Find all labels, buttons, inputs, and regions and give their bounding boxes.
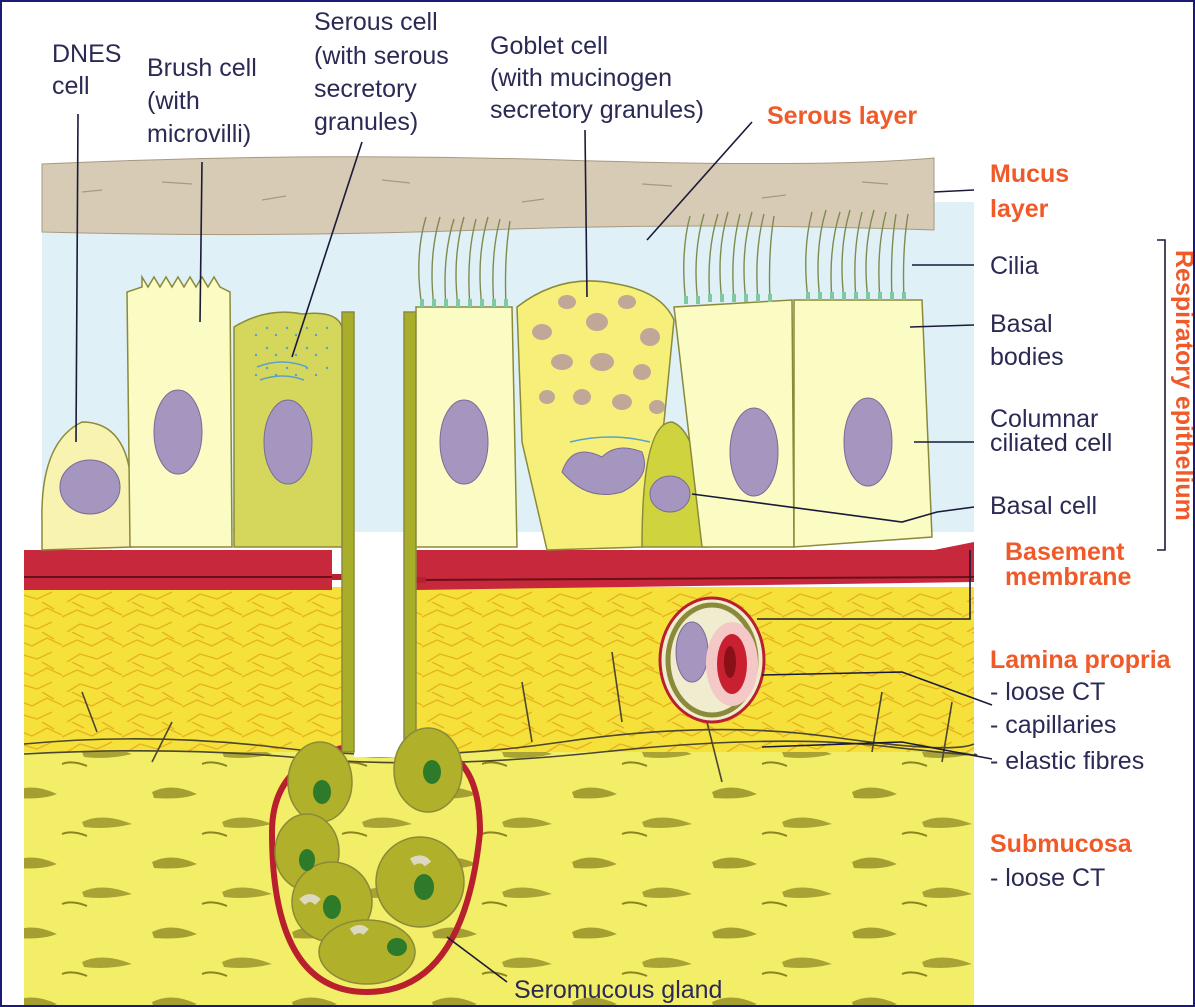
mucus-label-line1: Mucus	[990, 160, 1069, 188]
serous-layer-label: Serous layer	[767, 102, 917, 130]
elastic-fibres-label: - elastic fibres	[990, 747, 1144, 775]
goblet-label-line2: (with mucinogen	[490, 64, 672, 92]
serous-cell-label-line4: granules)	[314, 108, 418, 136]
lamina-propria-label: Lamina propria	[990, 646, 1172, 674]
basement-membrane	[24, 550, 332, 590]
goblet-label-line1: Goblet cell	[490, 32, 608, 60]
serous-cell-label-line2: (with serous	[314, 42, 449, 70]
lamina-loose-ct-label: - loose CT	[990, 678, 1105, 706]
dnes-label-line1: DNES	[52, 40, 121, 68]
lamina-propria-layer	[24, 587, 974, 752]
basement-label-line1: Basement	[1005, 538, 1125, 566]
serous-cell-label-line1: Serous cell	[314, 8, 438, 36]
respiratory-epithelium-label: Respiratory epithelium	[1170, 250, 1193, 521]
capillaries-label: - capillaries	[990, 711, 1116, 739]
brush-label-line1: Brush cell	[147, 54, 257, 82]
capillary	[660, 598, 764, 722]
cilia-label: Cilia	[990, 252, 1039, 280]
columnar-label-line2: ciliated cell	[990, 429, 1112, 457]
serous-cell-label-line3: secretory	[314, 75, 417, 103]
submucosa-loose-ct-label: - loose CT	[990, 864, 1105, 892]
basal-cell-label: Basal cell	[990, 492, 1097, 520]
dnes-label-line2: cell	[52, 72, 90, 100]
brush-label-line3: microvilli)	[147, 120, 251, 148]
seromucous-gland-label: Seromucous gland	[514, 976, 722, 1004]
brush-cell	[127, 277, 232, 547]
basement-label-line2: membrane	[1005, 563, 1132, 591]
serous-cell	[234, 312, 342, 547]
brush-label-line2: (with	[147, 87, 200, 115]
basal-bodies-label-line2: bodies	[990, 343, 1064, 371]
basal-bodies-label-line1: Basal	[990, 310, 1053, 338]
submucosa-label: Submucosa	[990, 830, 1133, 858]
submucosa-layer	[24, 737, 974, 1005]
mucus-layer	[42, 157, 934, 235]
mucus-label-line2: layer	[990, 195, 1049, 223]
goblet-label-line3: secretory granules)	[490, 96, 704, 124]
